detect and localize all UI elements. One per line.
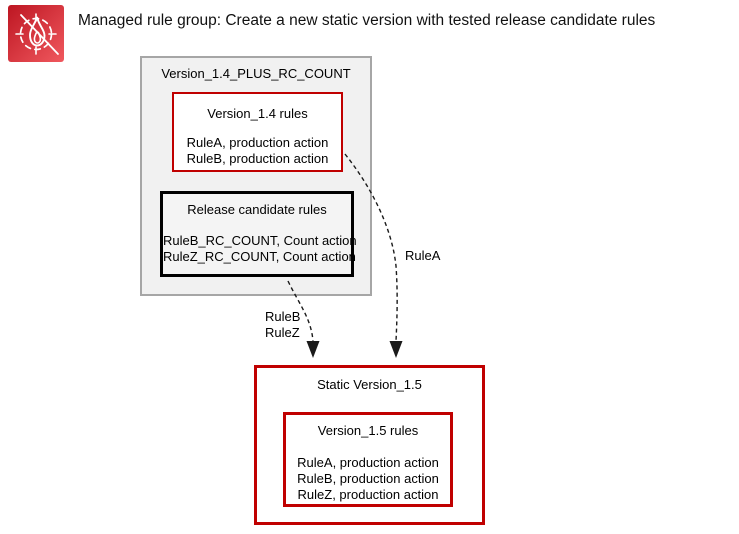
version-15-rules-title: Version_1.5 rules bbox=[317, 423, 419, 438]
aws-waf-icon bbox=[8, 5, 64, 62]
rule-line: RuleZ_RC_COUNT, Count action bbox=[163, 249, 356, 264]
version-14-rules-title: Version_1.4 rules bbox=[207, 106, 308, 121]
arrowhead-ruleb-rulez bbox=[306, 341, 320, 358]
arrow-label-rulez: RuleZ bbox=[265, 325, 300, 340]
version-15-rules-box: Version_1.5 rules RuleA, production acti… bbox=[283, 412, 453, 507]
version-14-rules-list: RuleA, production action RuleB, producti… bbox=[174, 135, 341, 167]
rule-line: RuleA, production action bbox=[186, 135, 329, 150]
arrow-label-rulea: RuleA bbox=[405, 248, 441, 263]
rule-line: RuleB, production action bbox=[297, 471, 439, 486]
page-title: Managed rule group: Create a new static … bbox=[78, 12, 656, 29]
static-version-box: Static Version_1.5 Version_1.5 rules Rul… bbox=[254, 365, 485, 525]
working-version-title: Version_1.4_PLUS_RC_COUNT bbox=[161, 66, 351, 81]
release-candidate-rules-list: RuleB_RC_COUNT, Count action RuleZ_RC_CO… bbox=[163, 233, 357, 265]
rule-line: RuleB_RC_COUNT, Count action bbox=[163, 233, 357, 248]
version-14-rules-box: Version_1.4 rules RuleA, production acti… bbox=[172, 92, 343, 172]
arrowhead-rulea bbox=[389, 341, 403, 358]
working-version-group-box: Version_1.4_PLUS_RC_COUNT Version_1.4 ru… bbox=[140, 56, 372, 296]
release-candidate-rules-box: Release candidate rules RuleB_RC_COUNT, … bbox=[160, 191, 357, 277]
aws-waf-icon-svg bbox=[8, 5, 64, 62]
rule-line: RuleZ, production action bbox=[297, 487, 439, 502]
static-version-title: Static Version_1.5 bbox=[317, 377, 422, 392]
rule-line: RuleA, production action bbox=[297, 455, 439, 470]
release-candidate-rules-title: Release candidate rules bbox=[187, 202, 327, 217]
arrow-label-ruleb: RuleB bbox=[265, 309, 301, 324]
rule-line: RuleB, production action bbox=[186, 151, 329, 166]
version-15-rules-list: RuleA, production action RuleB, producti… bbox=[286, 455, 450, 503]
